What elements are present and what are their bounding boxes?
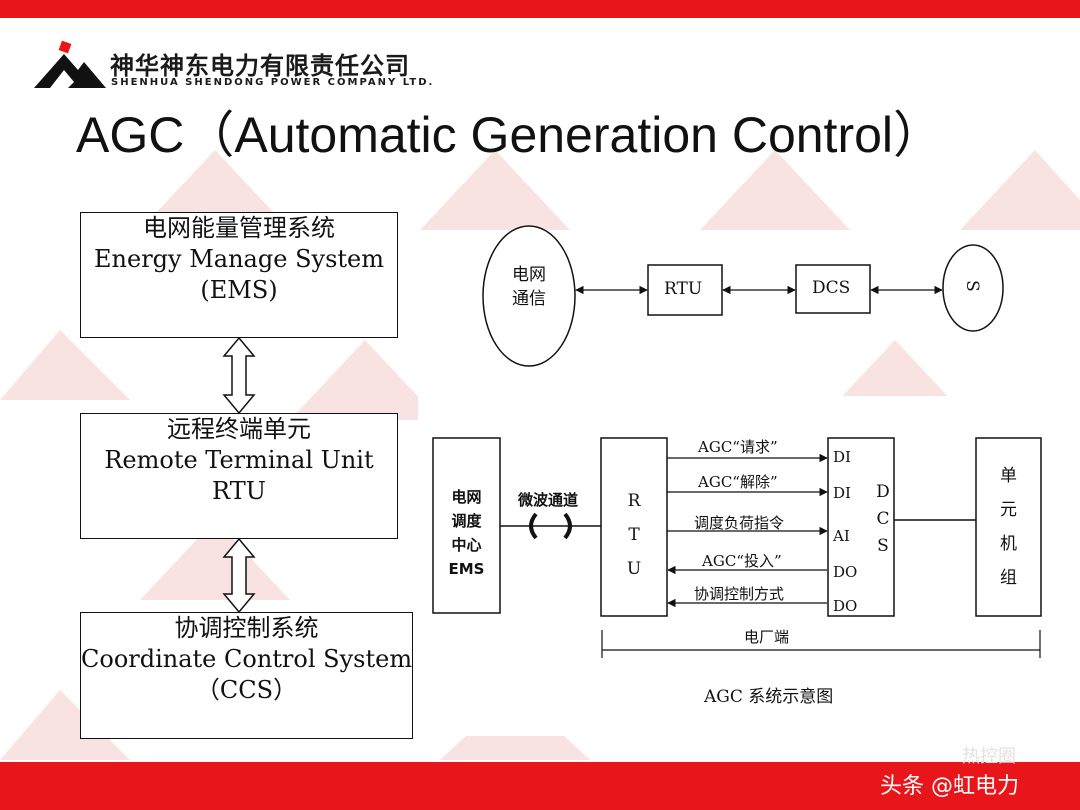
signal-agc-release: AGC“解除” (698, 473, 778, 491)
ems-label-abbr: (EMS) (200, 276, 278, 304)
rtu-letter-u: U (626, 559, 642, 579)
dcs-port-2: DI (833, 484, 851, 502)
ccs-label-en: Coordinate Control System (81, 645, 413, 673)
unit-box (975, 437, 1042, 617)
top-rtu-box (647, 264, 723, 316)
top-dcs-box (795, 264, 871, 314)
page-title: AGC（Automatic Generation Control） (76, 107, 944, 163)
top-rtu-label: RTU (664, 279, 703, 299)
top-dcs-label: DCS (812, 278, 851, 298)
company-name-cn: 神华神东电力有限责任公司 (110, 52, 410, 80)
dcs-port-4: DO (833, 563, 858, 581)
rtu-letter-t: T (628, 525, 640, 545)
signal-coord-mode: 协调控制方式 (694, 585, 785, 603)
ems-label-cn: 电网能量管理系统 (143, 214, 335, 242)
unit-letter-1: 单 (1000, 466, 1017, 486)
ems-center-line-2: 调度 (451, 512, 482, 530)
generator-ellipse (942, 244, 1004, 332)
grid-comm-label-2: 通信 (512, 289, 546, 309)
dcs-port-1: DI (833, 448, 851, 466)
agc-rtu-letters: R T U (601, 484, 667, 586)
company-logo-icon (34, 40, 106, 88)
dcs-letter-d: D (876, 482, 890, 502)
rtu-box: 远程终端单元 Remote Terminal Unit RTU (80, 413, 398, 539)
rtu-letter-r: R (627, 491, 641, 511)
signal-dispatch-load: 调度负荷指令 (694, 514, 785, 532)
signal-agc-on: AGC“投入” (702, 552, 782, 570)
ems-box: 电网能量管理系统 Energy Manage System (EMS) (80, 212, 398, 338)
signal-agc-request: AGC“请求” (698, 438, 778, 456)
rtu-label-cn: 远程终端单元 (167, 415, 311, 443)
dcs-letter-c: C (876, 509, 890, 529)
ems-center-line-4: EMS (448, 560, 485, 578)
channel-label: 微波通道 (518, 491, 579, 509)
ems-center-line-1: 电网 (451, 488, 482, 506)
ems-center-box (432, 437, 501, 614)
grid-comm-ellipse (482, 225, 576, 367)
unit-letter-2: 元 (1000, 500, 1017, 520)
faint-watermark: 热控圈 (962, 746, 1016, 767)
dcs-letter-s: S (877, 536, 889, 556)
grid-comm-label-1: 电网 (512, 265, 546, 285)
dcs-port-5: DO (833, 597, 858, 615)
ccs-label-cn: 协调控制系统 (174, 614, 319, 642)
rtu-ccs-double-arrow (222, 537, 256, 614)
ems-center-line-3: 中心 (451, 536, 482, 554)
ccs-box: 协调控制系统 Coordinate Control System （CCS） (80, 612, 413, 739)
rtu-label-en: Remote Terminal Unit (104, 446, 374, 474)
ems-label-en: Energy Manage System (94, 245, 384, 273)
ems-center-label: 电网 调度 中心 EMS (433, 485, 500, 581)
unit-letters: 单 元 机 组 (976, 459, 1041, 595)
agc-dcs-letters: D C S (872, 479, 894, 560)
agc-diagram-caption: AGC 系统示意图 (704, 687, 834, 707)
agc-dcs-box (827, 437, 895, 617)
plant-side-label: 电厂端 (744, 628, 790, 646)
ems-rtu-double-arrow (222, 336, 256, 415)
agc-rtu-box (600, 437, 668, 617)
unit-letter-3: 机 (1000, 534, 1017, 554)
unit-letter-4: 组 (1000, 568, 1017, 588)
ccs-label-abbr: （CCS） (195, 676, 298, 704)
rtu-label-abbr: RTU (212, 477, 266, 505)
company-name-en: SHENHUA SHENDONG POWER COMPANY LTD. (111, 77, 435, 88)
dcs-port-3: AI (833, 527, 850, 545)
agc-diagram-panel (418, 396, 1080, 736)
bottom-red-bar (0, 762, 1080, 810)
top-red-bar (0, 0, 1080, 18)
watermark-text: 头条 @虹电力 (880, 774, 1019, 799)
generator-label: S (961, 280, 982, 292)
